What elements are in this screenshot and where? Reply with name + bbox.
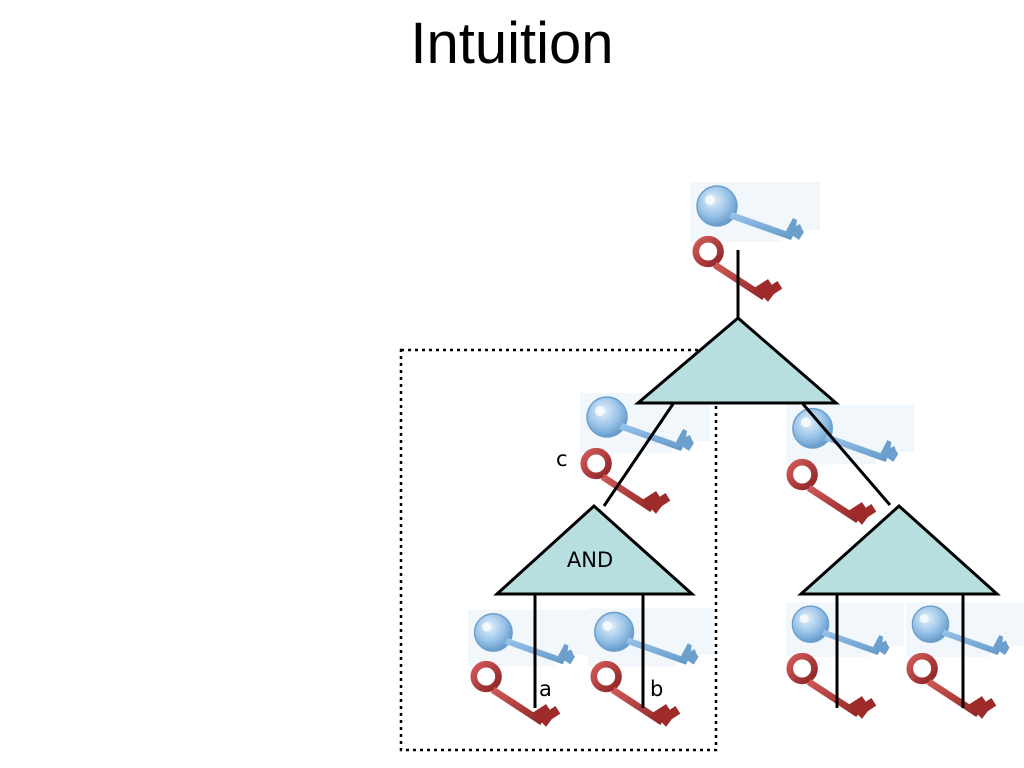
edge-label-b: b — [650, 677, 663, 701]
and-gate-label: AND — [567, 548, 613, 572]
slide-title: Intuition — [410, 11, 614, 76]
blue-key-icon — [786, 601, 904, 690]
key-pair-c — [580, 393, 710, 514]
tree-edges — [533, 250, 965, 708]
right-gate — [797, 503, 1001, 596]
key-pair-right — [786, 404, 914, 525]
key-pair-e — [906, 601, 1024, 718]
edge-c — [602, 403, 675, 507]
edge-right — [801, 403, 892, 506]
root-gate — [633, 316, 841, 405]
and-gate — [493, 503, 696, 596]
edge-label-a: a — [539, 677, 552, 701]
key-pair-b — [588, 607, 714, 726]
blue-key-icon — [906, 601, 1024, 690]
key-pair-d — [786, 601, 904, 718]
key-pair-a — [468, 609, 590, 727]
key-pair-root — [690, 182, 820, 302]
edge-label-c: c — [556, 447, 568, 471]
